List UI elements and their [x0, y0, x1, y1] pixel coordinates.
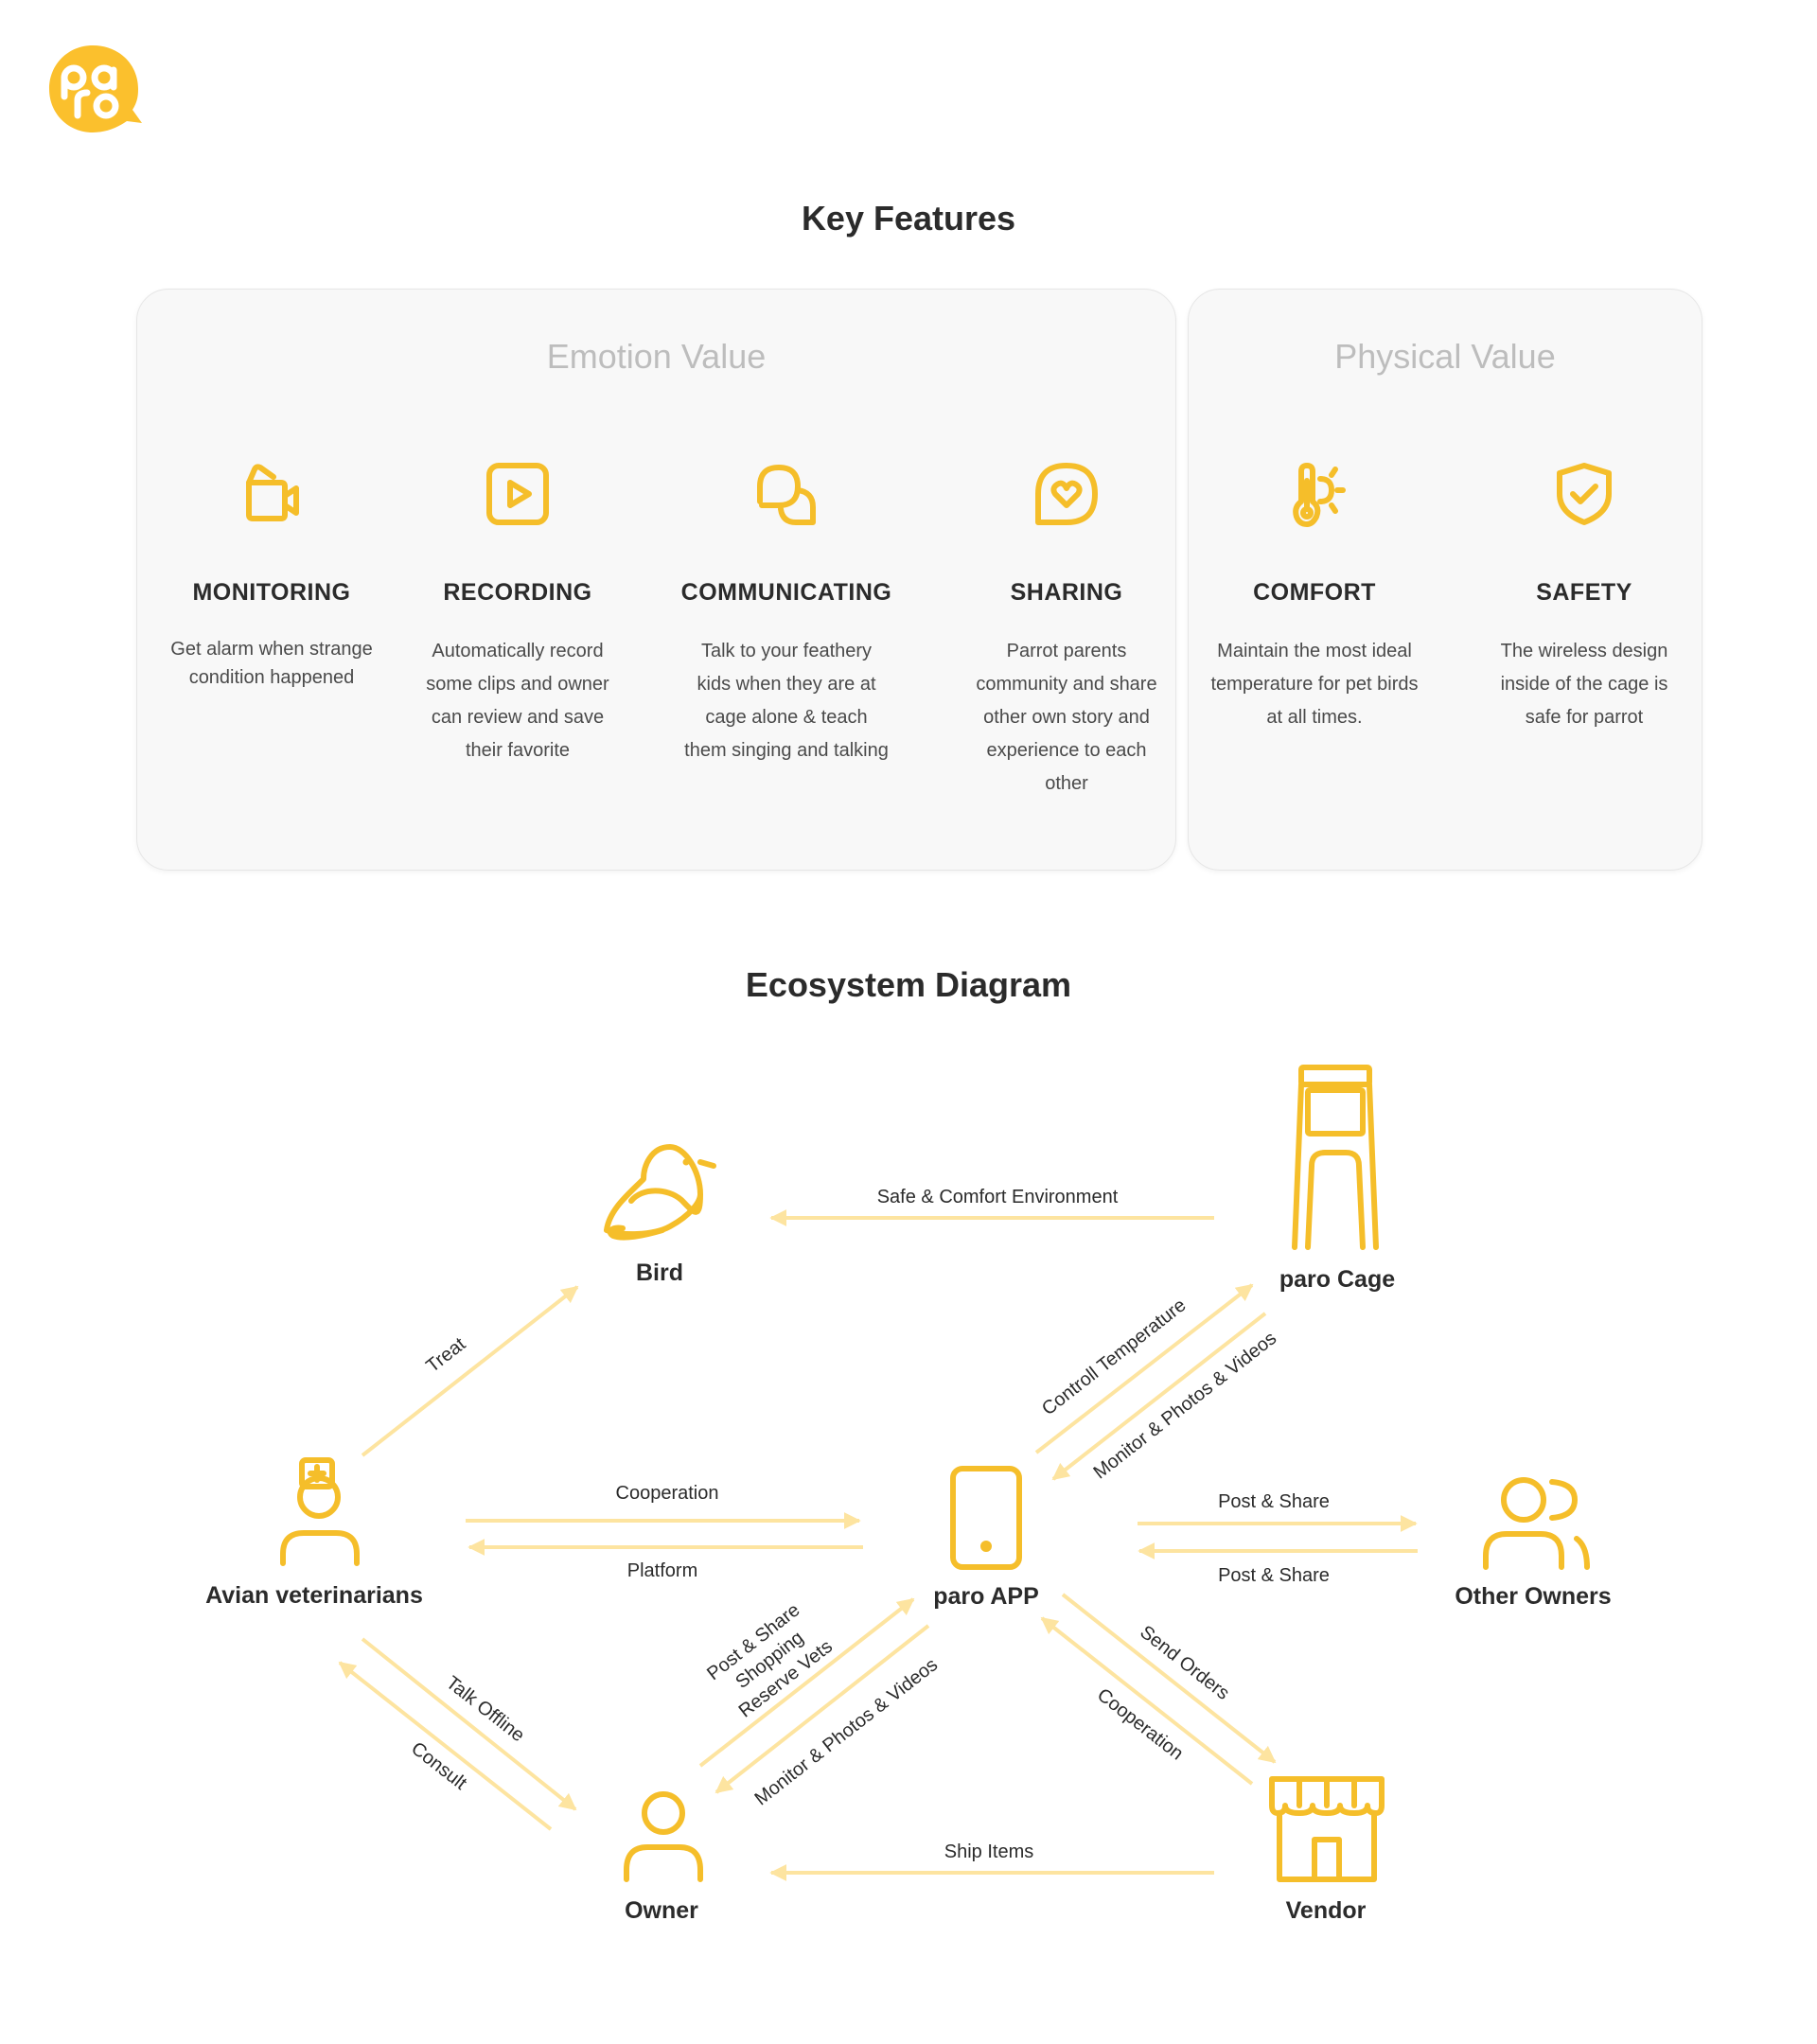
edge-vet-to-owner: [361, 1637, 577, 1811]
edge-label-vet-app: Cooperation: [616, 1483, 719, 1504]
node-label-vendor: Vendor: [1286, 1897, 1367, 1924]
feature-description: Parrot parents community and share other…: [976, 641, 1157, 794]
shield-check-icon: [1557, 463, 1612, 525]
edge-label-app-cage: Controll Temperature: [1038, 1295, 1190, 1419]
physical-value-card: Physical Value COMFORT Maintain the most…: [1188, 289, 1702, 871]
other-owners-icon: [1483, 1477, 1590, 1570]
paro-logo: [49, 45, 142, 132]
feature-title: MONITORING: [192, 579, 351, 606]
edge-owner-to-app: [698, 1597, 915, 1768]
node-label-others: Other Owners: [1455, 1583, 1611, 1610]
veterinarian-icon: [280, 1457, 360, 1566]
node-label-cage: paro Cage: [1279, 1266, 1395, 1293]
feature-description: Maintain the most ideal temperature for …: [1210, 641, 1419, 728]
edge-owner-to-vet: [338, 1661, 553, 1831]
phone-app-icon: [950, 1466, 1022, 1570]
edge-label-cage-bird: Safe & Comfort Environment: [877, 1187, 1119, 1207]
feature-description: Automatically record some clips and owne…: [426, 641, 609, 761]
edge-label-vendor-owner: Ship Items: [944, 1841, 1033, 1862]
feature-title: COMFORT: [1253, 579, 1376, 606]
feature-description: The wireless design inside of the cage i…: [1500, 641, 1668, 728]
edge-vendor-to-app: [1040, 1616, 1254, 1786]
feature-title: SHARING: [1010, 579, 1123, 606]
feature-safety: SAFETY The wireless design inside of the…: [1471, 460, 1698, 734]
edge-app-to-vendor: [1061, 1593, 1277, 1764]
node-label-vet: Avian veterinarians: [205, 1582, 423, 1609]
edge-label-others-app: Post & Share: [1218, 1565, 1330, 1586]
edge-app-to-cage: [1034, 1283, 1254, 1454]
edge-vet-to-bird: [361, 1285, 579, 1457]
key-features-title: Key Features: [801, 199, 1016, 238]
feature-comfort: COMFORT Maintain the most ideal temperat…: [1201, 460, 1428, 734]
emotion-value-card: Emotion Value MONITORING Get alarm when …: [136, 289, 1176, 871]
node-label-app: paro APP: [933, 1583, 1039, 1610]
feature-sharing: SHARING Parrot parents community and sha…: [953, 460, 1180, 801]
edge-label-app-vet: Platform: [627, 1560, 697, 1581]
edge-app-to-owner: [714, 1624, 930, 1794]
feature-title: RECORDING: [443, 579, 592, 606]
heart-bubble-icon: [1035, 463, 1098, 525]
feature-communicating: COMMUNICATING Talk to your feathery kids…: [673, 460, 900, 767]
feature-title: SAFETY: [1536, 579, 1632, 606]
play-button-icon: [486, 463, 549, 525]
edge-label-vet-bird: Treat: [422, 1333, 469, 1377]
ecosystem-title: Ecosystem Diagram: [745, 965, 1072, 1004]
edge-label-owner-vet: Consult: [407, 1738, 470, 1794]
feature-title: COMMUNICATING: [680, 579, 892, 606]
vendor-store-icon: [1269, 1776, 1385, 1882]
thermometer-sun-icon: [1293, 463, 1346, 527]
edge-cage-to-app: [1051, 1312, 1267, 1481]
feature-recording: RECORDING Automatically record some clip…: [404, 460, 631, 767]
physical-value-title: Physical Value: [1334, 337, 1556, 376]
ecosystem-diagram: Bird paro Cage Avian veterinarians paro …: [205, 1065, 1612, 1924]
feature-description: Talk to your feathery kids when they are…: [684, 641, 889, 761]
emotion-value-title: Emotion Value: [546, 337, 767, 376]
cage-icon: [1292, 1065, 1379, 1250]
node-label-bird: Bird: [636, 1260, 683, 1286]
video-camera-icon: [246, 464, 299, 521]
feature-description: Get alarm when strange condition happene…: [170, 639, 373, 688]
feature-monitoring: MONITORING Get alarm when strange condit…: [158, 460, 385, 692]
edge-label-app-others: Post & Share: [1218, 1491, 1330, 1512]
owner-icon: [624, 1791, 703, 1882]
bird-icon: [604, 1144, 716, 1241]
chat-bubbles-icon: [757, 465, 816, 525]
node-label-owner: Owner: [625, 1897, 698, 1924]
